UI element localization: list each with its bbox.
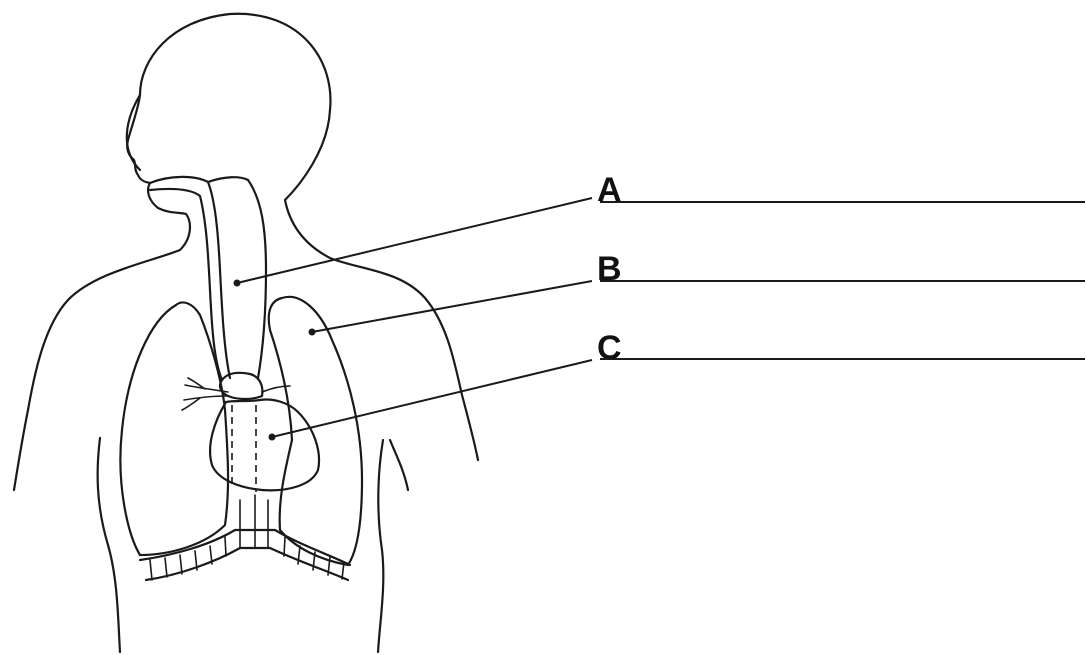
body-outline bbox=[14, 14, 478, 652]
pointer-c bbox=[269, 360, 593, 441]
bronchi bbox=[182, 373, 290, 410]
label-b: B bbox=[597, 250, 622, 288]
label-c: C bbox=[597, 329, 622, 367]
trachea bbox=[150, 177, 266, 380]
diaphragm bbox=[140, 495, 350, 580]
lungs bbox=[120, 297, 362, 565]
pointer-b bbox=[309, 281, 593, 336]
label-a: A bbox=[597, 171, 622, 209]
